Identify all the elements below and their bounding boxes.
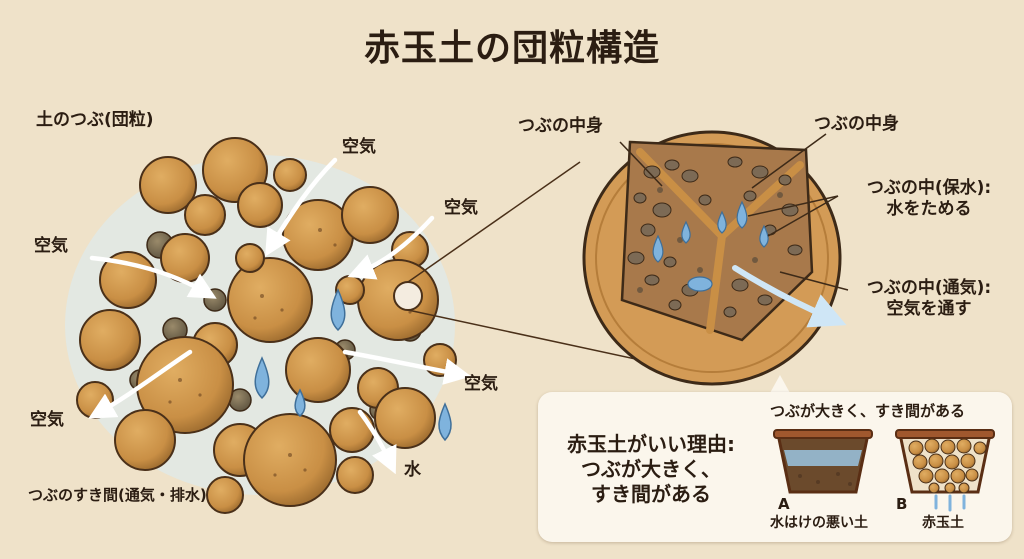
granule-cross-section: [582, 130, 849, 386]
pot-b-illustration: [895, 429, 995, 512]
panel-pointer: [770, 375, 790, 393]
panel-header: つぶが大きく、すき間がある: [770, 402, 966, 420]
pot-comparison: [773, 429, 995, 512]
label-air-top: 空気: [342, 137, 376, 157]
label-water: 水: [404, 460, 421, 480]
label-retain: つぶの中(保水): 水をためる: [844, 178, 1014, 221]
pot-a-letter: A: [778, 495, 790, 513]
page-title: 赤玉土の団粒構造: [363, 28, 660, 69]
air-flow-arrows: [88, 157, 472, 475]
label-granule: 土のつぶ(団粒): [36, 110, 154, 130]
pot-a-illustration: [773, 429, 873, 494]
label-air-bottom-left: 空気: [30, 410, 64, 430]
reason-text: 赤玉土がいい理由: つぶが大きく、 すき間がある: [546, 432, 756, 507]
label-retain-line1: つぶの中(保水):: [866, 178, 992, 198]
label-inside-right: つぶの中身: [814, 114, 899, 134]
label-air-right-top: 空気: [444, 198, 478, 218]
reason-panel: 赤玉土がいい理由: つぶが大きく、 すき間がある つぶが大きく、すき間がある: [538, 392, 1012, 542]
label-inside-left: つぶの中身: [518, 116, 603, 136]
pot-b-caption: 赤玉土: [922, 515, 964, 531]
soil-cluster: [65, 137, 457, 514]
label-air-right: 空気: [464, 374, 498, 394]
label-vent-line1: つぶの中(通気):: [866, 278, 992, 298]
reason-line1: 赤玉土がいい理由:: [567, 432, 735, 456]
magnification-lines: [407, 161, 641, 361]
label-air-left: 空気: [34, 236, 68, 256]
label-retain-line2: 水をためる: [886, 199, 972, 220]
pot-a-caption: 水はけの悪い土: [770, 515, 868, 531]
label-vent: つぶの中(通気): 空気を通す: [844, 278, 1014, 321]
pot-b-letter: B: [896, 495, 908, 513]
label-vent-line2: 空気を通す: [886, 299, 972, 320]
reason-line3: すき間がある: [591, 482, 711, 506]
label-gap: つぶのすき間(通気・排水): [28, 486, 207, 504]
reason-line2: つぶが大きく、: [581, 457, 721, 481]
